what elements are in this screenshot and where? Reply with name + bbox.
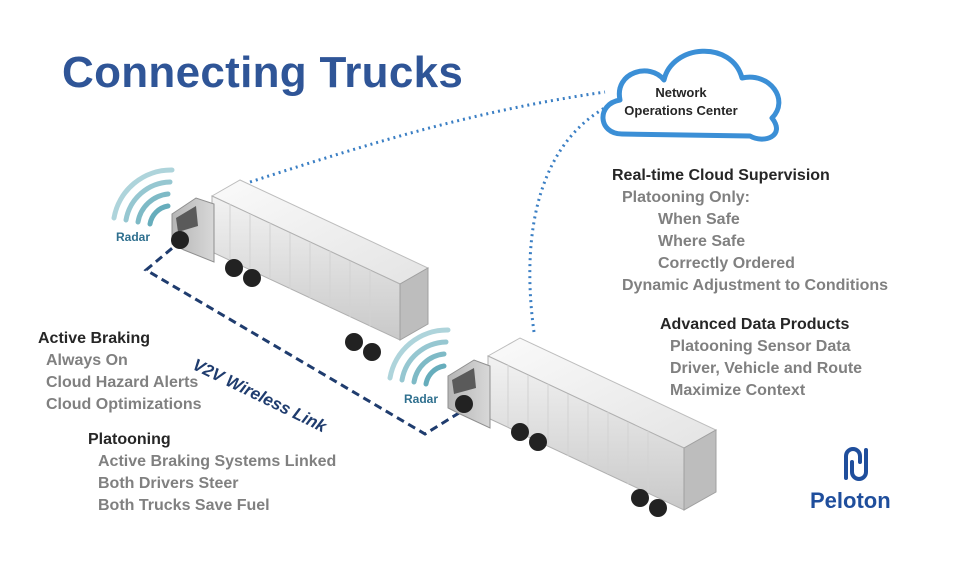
cloud-label-line-2: Operations Center	[624, 103, 738, 118]
truck-lead	[171, 179, 430, 361]
truck-follow-wheel	[631, 489, 649, 507]
peloton-logo-icon	[844, 447, 868, 481]
platooning-item: Both Drivers Steer	[98, 475, 239, 492]
cloud-label: Network Operations Center	[606, 84, 756, 120]
truck-lead-wheel	[243, 269, 261, 287]
data-products-item: Maximize Context	[670, 382, 806, 399]
truck-follow-trailer-end	[683, 429, 717, 511]
truck-lead-wheel	[225, 259, 243, 277]
cloud-supervision-extra: Dynamic Adjustment to Conditions	[622, 277, 889, 294]
radar-waves-icon	[387, 327, 451, 387]
truck-lead-wheel	[363, 343, 381, 361]
active-braking-heading: Active Braking	[38, 330, 151, 347]
platooning-heading: Platooning	[88, 431, 171, 448]
truck-follow	[447, 337, 718, 517]
data-products-heading: Advanced Data Products	[660, 316, 850, 333]
cloud-supervision-item: When Safe	[658, 211, 740, 228]
truck-follow-wheel	[649, 499, 667, 517]
truck-lead-windshield	[176, 206, 198, 232]
cloud-icon	[600, 48, 782, 142]
cloud-supervision-sub: Platooning Only:	[622, 189, 750, 206]
data-products-item: Platooning Sensor Data	[670, 338, 851, 355]
cloud-supervision-item: Where Safe	[658, 233, 746, 250]
active-braking-item: Cloud Hazard Alerts	[46, 374, 199, 391]
platooning-item: Both Trucks Save Fuel	[98, 497, 270, 514]
v2v-link-line	[143, 238, 481, 436]
cloud-link-line-1	[249, 90, 606, 184]
cloud-supervision-heading: Real-time Cloud Supervision	[612, 167, 830, 184]
radar-label: Radar	[116, 230, 151, 244]
cloud-supervision-item: Correctly Ordered	[658, 255, 795, 272]
truck-lead-wheel	[171, 231, 189, 249]
truck-follow-windshield	[452, 368, 476, 394]
page-title: Connecting Trucks	[62, 48, 464, 97]
active-braking-item: Always On	[46, 352, 128, 369]
truck-follow-cab	[447, 359, 491, 429]
truck-lead-trailer-end	[399, 267, 429, 341]
truck-follow-wheel	[455, 395, 473, 413]
data-products-item: Driver, Vehicle and Route	[670, 360, 863, 377]
radar-waves-icon	[111, 167, 175, 227]
truck-follow-wheel	[511, 423, 529, 441]
peloton-logo-text: Peloton	[810, 488, 891, 513]
truck-lead-wheel	[345, 333, 363, 351]
platooning-item: Active Braking Systems Linked	[98, 453, 337, 470]
active-braking-item: Cloud Optimizations	[46, 396, 202, 413]
cloud-label-line-1: Network	[655, 85, 707, 100]
cloud-link-line-2	[528, 102, 613, 333]
radar-label: Radar	[404, 392, 439, 406]
truck-follow-wheel	[529, 433, 547, 451]
